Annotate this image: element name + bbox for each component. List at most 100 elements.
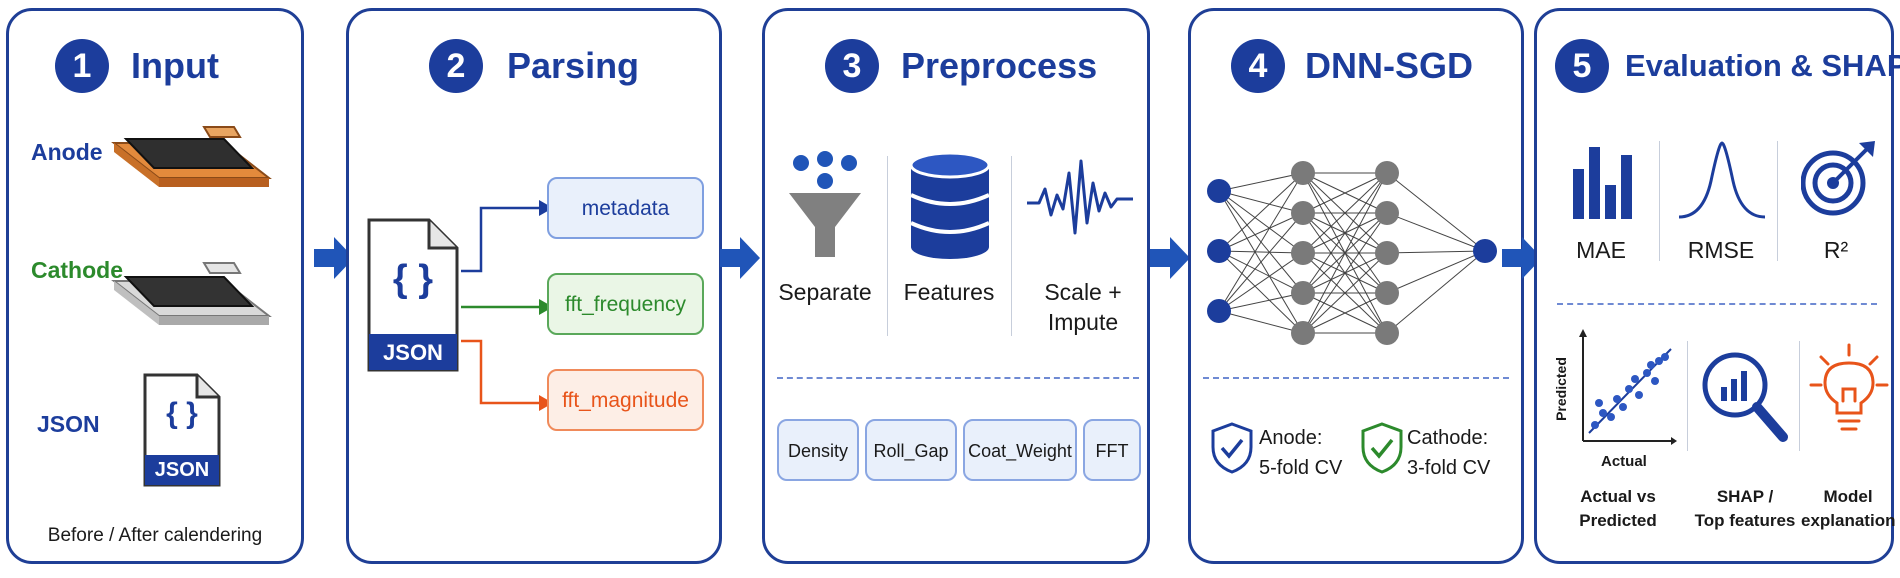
nn-edge bbox=[1386, 250, 1486, 254]
parse-branch-arrows bbox=[461, 200, 553, 411]
step-header-evaluation: 5 Evaluation & SHAP bbox=[1537, 39, 1900, 99]
nn-node bbox=[1291, 281, 1315, 305]
step-features: Features bbox=[903, 279, 995, 305]
nn-edge bbox=[1218, 172, 1304, 192]
nn-edge bbox=[1218, 190, 1304, 254]
bar-chart-icon bbox=[1573, 147, 1632, 219]
nn-edge bbox=[1218, 212, 1304, 252]
panel-parsing: 2 Parsing { } JSON metadata fft_frequenc… bbox=[346, 8, 722, 564]
nn-node bbox=[1375, 281, 1399, 305]
step-scale-impute-line2: Impute bbox=[1047, 309, 1119, 335]
step-title: DNN-SGD bbox=[1305, 45, 1473, 86]
caption-explanation: explanation bbox=[1801, 511, 1896, 530]
cathode-electrode-icon bbox=[111, 262, 272, 325]
nn-edge bbox=[1218, 250, 1304, 254]
nn-node bbox=[1375, 201, 1399, 225]
nn-edge bbox=[1302, 252, 1388, 334]
lightbulb-icon bbox=[1809, 343, 1889, 431]
json-label: JSON bbox=[37, 411, 100, 437]
json-file-icon: { } JSON bbox=[365, 216, 461, 374]
nn-edge bbox=[1218, 172, 1304, 312]
step-title: Preprocess bbox=[901, 45, 1098, 86]
section-divider bbox=[1557, 303, 1877, 305]
step-scale-impute: Scale + bbox=[1044, 279, 1122, 305]
nn-edge bbox=[1218, 250, 1304, 334]
step-title: Evaluation & SHAP bbox=[1625, 48, 1900, 83]
step-title: Input bbox=[131, 45, 219, 86]
nn-node bbox=[1291, 161, 1315, 185]
shield-check-icon bbox=[1211, 422, 1253, 474]
magnifier-chart-icon bbox=[1702, 352, 1788, 442]
json-braces-text: { } bbox=[392, 258, 434, 300]
caption-shap: SHAP / bbox=[1716, 487, 1774, 506]
step-number-badge: 4 bbox=[1231, 39, 1285, 93]
step-number-badge: 5 bbox=[1555, 39, 1609, 93]
caption-top-features: Top features bbox=[1694, 511, 1796, 530]
cathode-cv-folds: 3-fold CV bbox=[1407, 457, 1491, 479]
flow-arrow-icon bbox=[1150, 237, 1190, 279]
nn-node bbox=[1207, 299, 1231, 323]
nn-edge bbox=[1218, 212, 1304, 312]
anode-electrode-icon bbox=[111, 126, 272, 187]
panel-dnn: 4 DNN-SGD Anode: 5-fold CV Cathode: 3-fo… bbox=[1188, 8, 1524, 564]
chip-roll-gap: Roll_Gap bbox=[865, 419, 957, 481]
scatter-x-label: Actual bbox=[1601, 453, 1647, 470]
preprocess-separator bbox=[887, 156, 888, 336]
scatter-plot-icon bbox=[1579, 329, 1677, 445]
metric-rmse: RMSE bbox=[1687, 237, 1755, 263]
flow-arrow-icon bbox=[720, 237, 760, 279]
explain-separator bbox=[1799, 341, 1800, 451]
nn-edge bbox=[1218, 292, 1304, 312]
json-braces-text: { } bbox=[166, 397, 198, 430]
step-header-input: 1 Input bbox=[9, 39, 301, 99]
step-header-preprocess: 3 Preprocess bbox=[765, 39, 1147, 99]
nn-node bbox=[1375, 241, 1399, 265]
target-icon bbox=[1801, 141, 1875, 216]
panel-input: 1 Input Anode Cathode JSON { } JSON Befo… bbox=[6, 8, 304, 564]
step-number-badge: 2 bbox=[429, 39, 483, 93]
nn-node bbox=[1207, 179, 1231, 203]
section-divider bbox=[777, 377, 1139, 379]
nn-edge bbox=[1302, 172, 1388, 214]
chip-fft: FFT bbox=[1083, 419, 1141, 481]
explain-separator bbox=[1687, 341, 1688, 451]
flow-arrow-icon bbox=[314, 237, 354, 279]
waveform-icon bbox=[1027, 159, 1133, 235]
chip-coat-weight: Coat_Weight bbox=[963, 419, 1077, 481]
output-metadata: metadata bbox=[547, 177, 704, 239]
nn-edge bbox=[1386, 172, 1486, 252]
anode-label: Anode bbox=[31, 139, 103, 165]
section-divider bbox=[1203, 377, 1509, 379]
nn-edge bbox=[1386, 250, 1486, 334]
step-header-dnn: 4 DNN-SGD bbox=[1191, 39, 1521, 99]
caption-actual-vs: Actual vs bbox=[1580, 487, 1656, 506]
step-title: Parsing bbox=[507, 45, 640, 86]
flow-arrow-icon bbox=[1502, 237, 1542, 279]
database-icon bbox=[909, 151, 991, 259]
shield-check-icon bbox=[1361, 422, 1403, 474]
nn-node bbox=[1375, 321, 1399, 345]
cathode-cv-label: Cathode: bbox=[1407, 427, 1489, 449]
cathode-label: Cathode bbox=[31, 257, 123, 283]
funnel-icon bbox=[789, 151, 861, 257]
nn-node bbox=[1291, 201, 1315, 225]
anode-cv-label: Anode: bbox=[1259, 427, 1323, 449]
nn-edge bbox=[1386, 212, 1486, 252]
nn-node bbox=[1207, 239, 1231, 263]
nn-edge bbox=[1218, 252, 1304, 312]
nn-node bbox=[1473, 239, 1497, 263]
metric-r2: R² bbox=[1823, 237, 1849, 263]
step-number-badge: 3 bbox=[825, 39, 879, 93]
metric-separator bbox=[1659, 141, 1660, 261]
json-file-icon: { } JSON bbox=[141, 371, 223, 489]
nn-edge bbox=[1302, 172, 1388, 254]
anode-cv-folds: 5-fold CV bbox=[1259, 457, 1343, 479]
step-separate: Separate bbox=[778, 279, 872, 305]
nn-edge bbox=[1218, 190, 1304, 214]
step-number-badge: 1 bbox=[55, 39, 109, 93]
scatter-y-label: Predicted bbox=[1552, 357, 1569, 421]
output-fft-frequency: fft_frequency bbox=[547, 273, 704, 335]
neural-network-icon bbox=[1207, 161, 1497, 345]
bell-curve-icon bbox=[1678, 141, 1766, 219]
panel-evaluation: 5 Evaluation & SHAP MAE RMSE R² bbox=[1534, 8, 1900, 564]
